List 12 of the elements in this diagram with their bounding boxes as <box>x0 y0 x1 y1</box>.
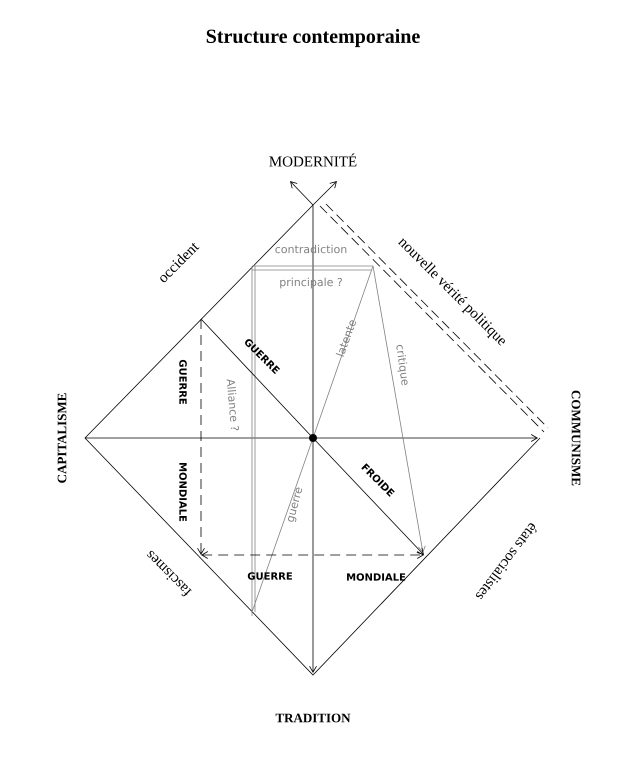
handwritten-note: GUERRE <box>248 572 292 580</box>
handwritten-note: critique <box>396 344 408 386</box>
title: Structure contemporaine <box>206 28 420 48</box>
handwritten-note: guerre <box>288 488 302 522</box>
axis-label: CAPITALISME <box>58 393 66 483</box>
axis-label: COMMUNISME <box>572 390 580 486</box>
handwritten-note: Alliance ? <box>226 379 240 430</box>
axis-label: TRADITION <box>276 714 350 722</box>
handwritten-note: MONDIALE <box>179 463 187 522</box>
handwritten-note: MONDIALE <box>347 573 406 581</box>
axis-label: MODERNITÉ <box>269 154 356 166</box>
handwritten-note: GUERRE <box>179 360 187 404</box>
